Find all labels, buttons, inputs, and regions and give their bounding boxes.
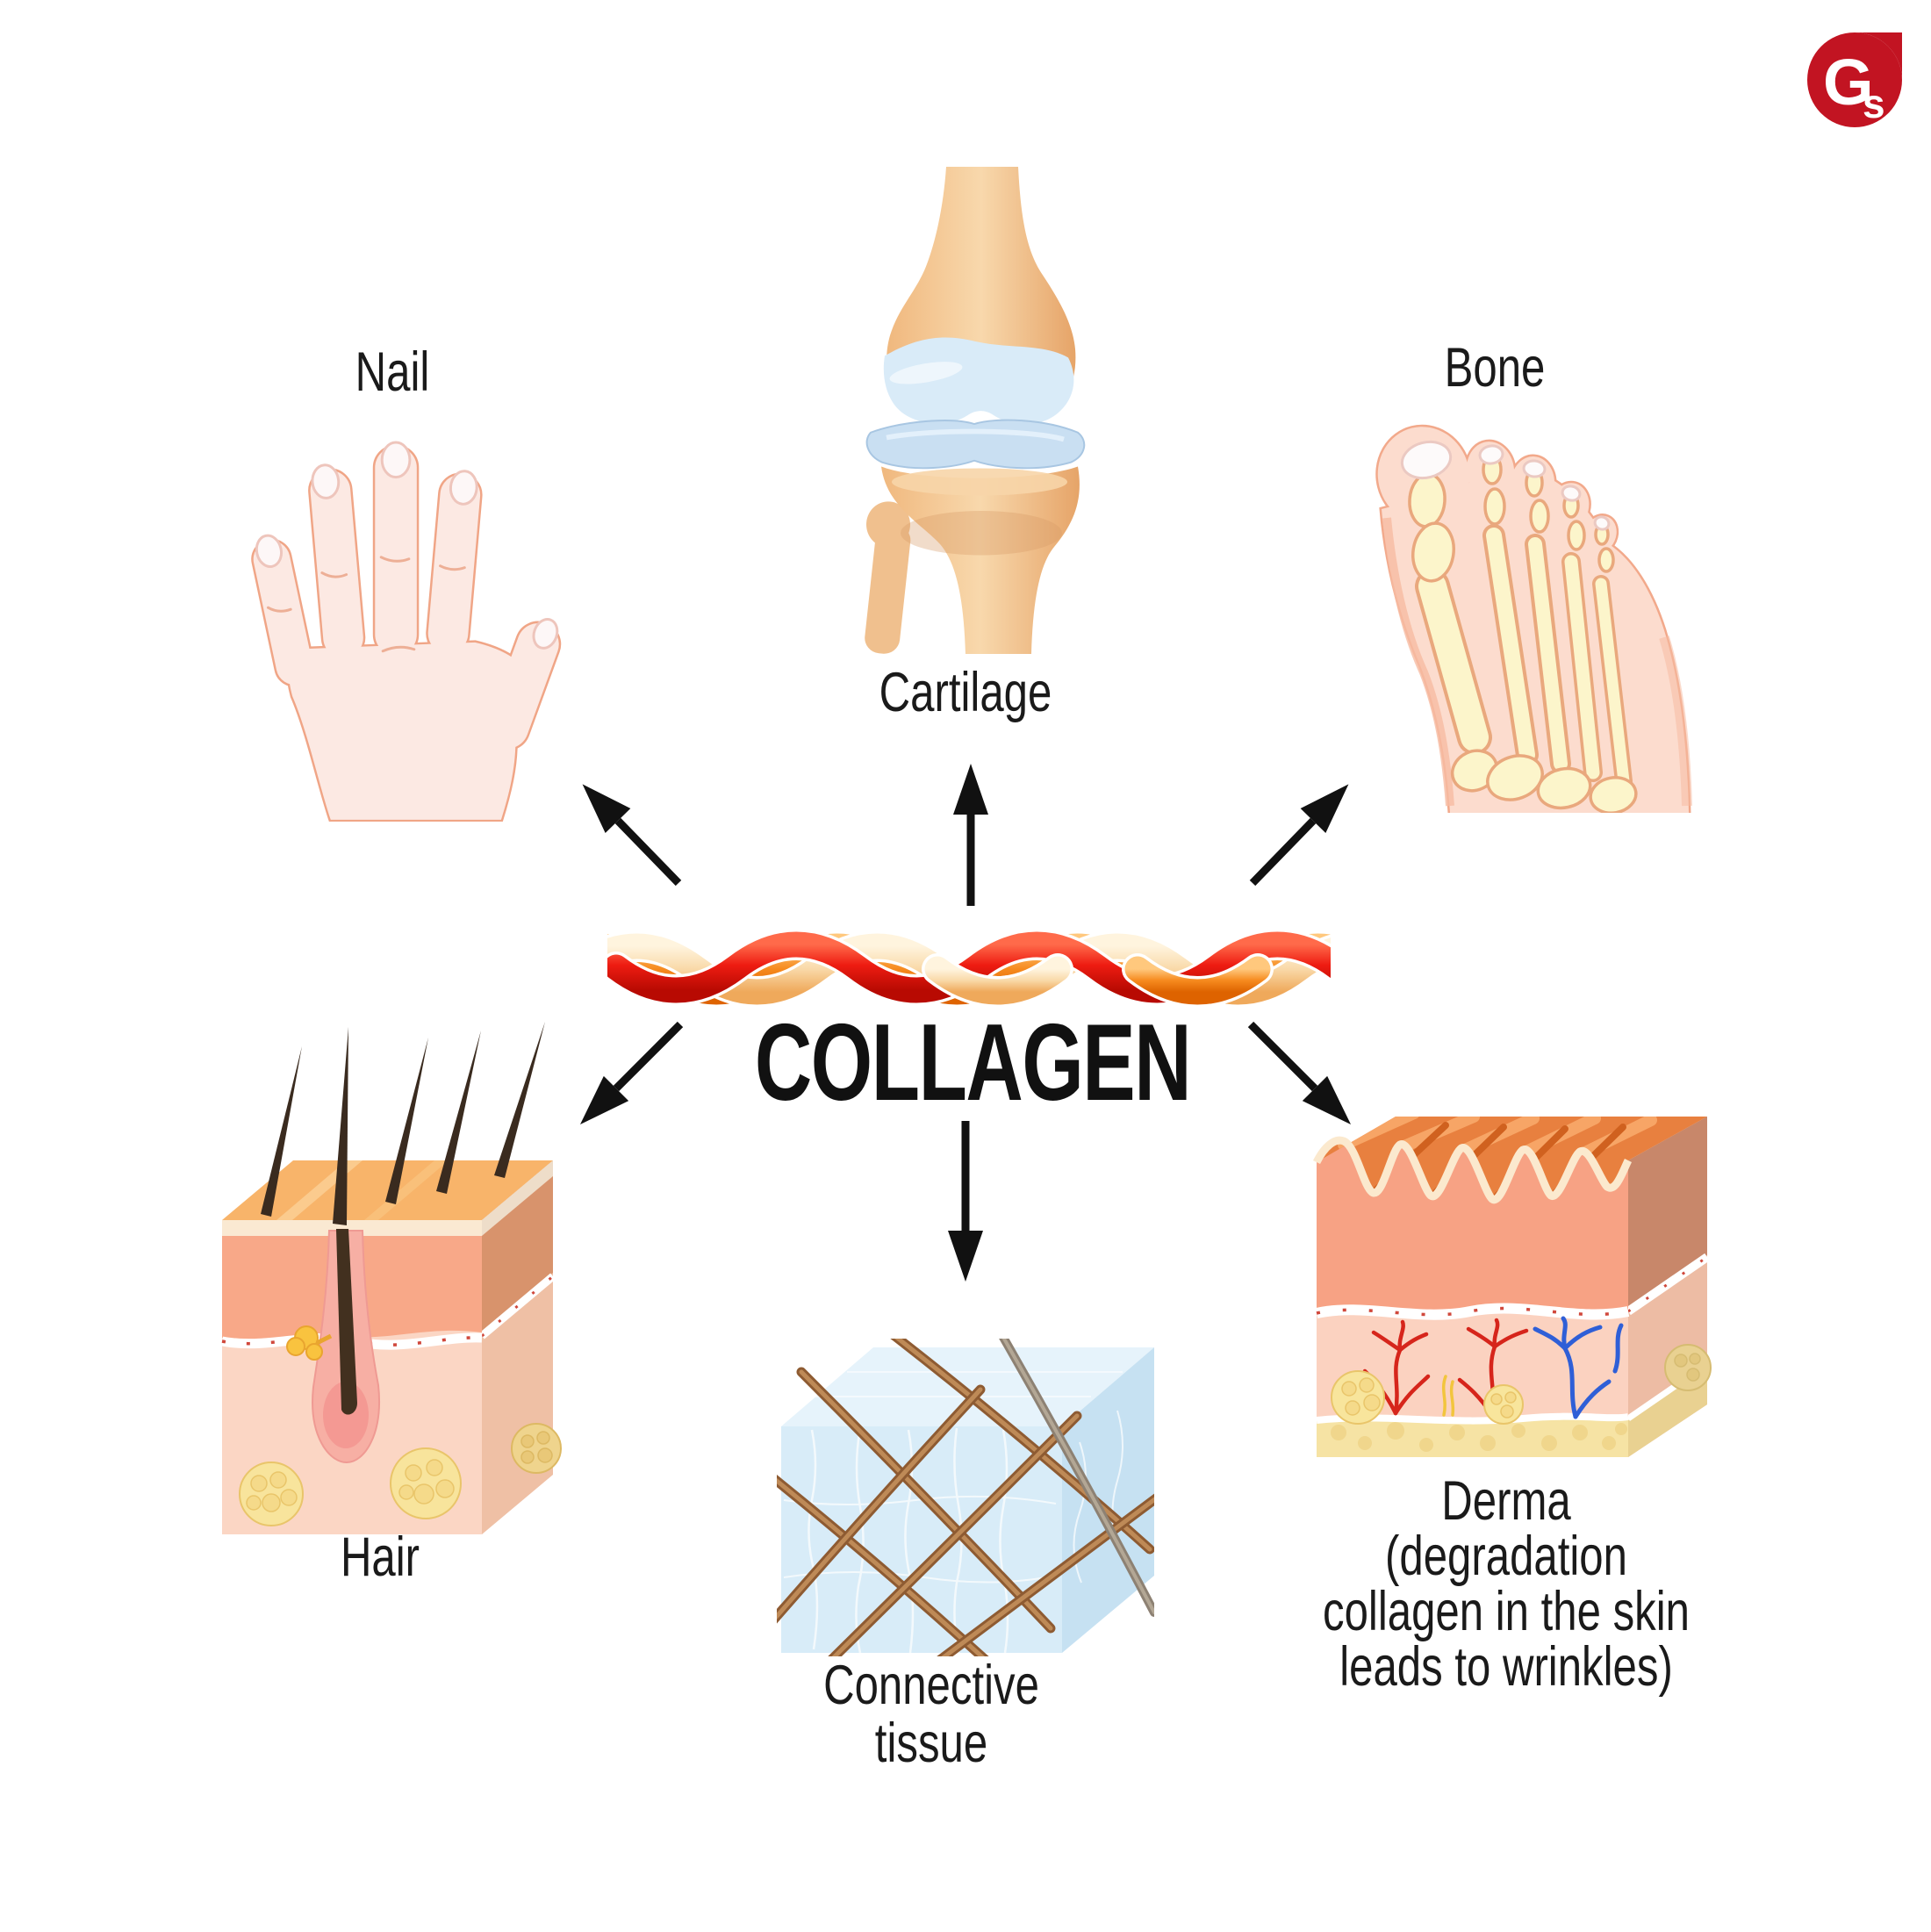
- nail-label: Nail: [355, 341, 430, 403]
- hair-skin-block-icon: [220, 1022, 562, 1534]
- foot-bones-icon: [1341, 420, 1692, 813]
- logo-letter-s: s: [1863, 81, 1885, 126]
- bone-label: Bone: [1444, 337, 1546, 399]
- derma-skin-block-icon: [1312, 1117, 1712, 1457]
- arrow-to-nail-icon: [582, 784, 682, 887]
- derma-label-line1: Derma: [1441, 1470, 1571, 1532]
- arrow-to-derma-icon: [1247, 1021, 1352, 1125]
- hair-label: Hair: [340, 1526, 420, 1588]
- cartilage-label: Cartilage: [879, 662, 1052, 723]
- hand-nails-icon: [218, 441, 583, 822]
- collagen-fiber-braid-icon: [607, 929, 1331, 1008]
- connective-tissue-label-line1: Connective: [823, 1655, 1039, 1716]
- connective-tissue-cube-icon: [777, 1339, 1154, 1656]
- derma-label-line4: leads to wrinkles): [1339, 1636, 1673, 1698]
- arrow-to-hair-icon: [579, 1021, 684, 1125]
- connective-tissue-label: Connective tissue: [823, 1656, 1039, 1772]
- diagram-title: COLLAGEN: [754, 1002, 1192, 1124]
- knee-joint-icon: [865, 167, 1086, 654]
- connective-tissue-label-line2: tissue: [874, 1713, 988, 1774]
- derma-label: Derma (degradation collagen in the skin …: [1323, 1474, 1690, 1695]
- logo-letter-g: G: [1823, 46, 1874, 119]
- derma-label-line3: collagen in the skin: [1323, 1581, 1690, 1642]
- arrow-to-bone-icon: [1249, 784, 1349, 887]
- derma-label-line2: (degradation: [1385, 1526, 1627, 1587]
- gs-logo-icon: G s: [1807, 32, 1902, 127]
